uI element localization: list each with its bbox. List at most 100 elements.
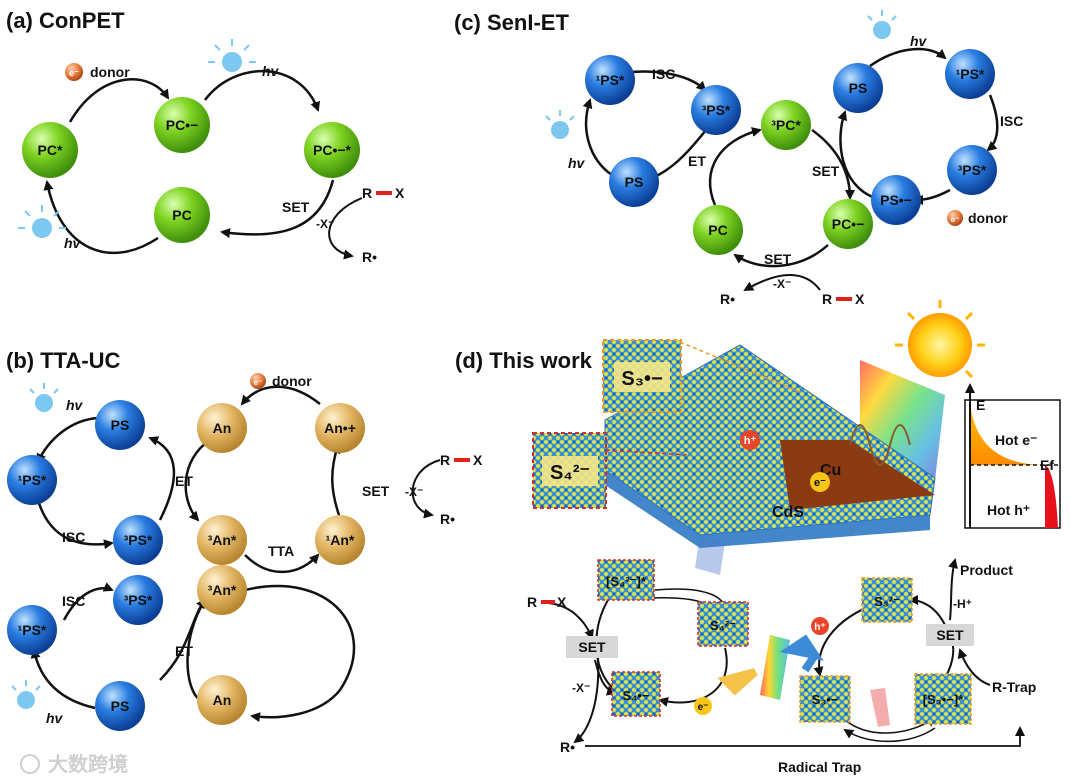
node-ps-b1: PS xyxy=(95,400,145,450)
node-ps-b2: PS xyxy=(95,681,145,731)
isc-label-b-bottom: ISC xyxy=(62,593,85,609)
set-label-a: SET xyxy=(282,199,310,215)
rx-x-d: X xyxy=(557,594,567,610)
panel-a-title: (a) ConPET xyxy=(6,8,125,33)
donor-label-b: donor xyxy=(272,373,312,389)
rx-r-d: R xyxy=(527,594,537,610)
light-ray-icon xyxy=(760,635,790,700)
node-pc-radical-c: PC•− xyxy=(823,199,873,249)
svg-text:大数跨境: 大数跨境 xyxy=(48,752,128,776)
svg-text:PC: PC xyxy=(172,207,191,223)
arrow-rx-b xyxy=(411,459,441,519)
arrow-et-b-bottom2 xyxy=(186,599,207,702)
arrow-donor xyxy=(68,78,170,123)
light-ray-icon xyxy=(695,535,725,575)
svg-text:An: An xyxy=(213,420,232,436)
arrow-hv-b2 xyxy=(30,648,96,710)
hole-transfer-arrow xyxy=(717,668,758,696)
node-ps-triplet-b2: ³PS* xyxy=(113,575,163,625)
watermark-logo-icon xyxy=(20,754,40,774)
watermark: 大数跨境 xyxy=(20,752,128,776)
arrow-set-b xyxy=(330,443,342,519)
node-an-b2: An xyxy=(197,675,247,725)
isc-label-b-top: ISC xyxy=(62,529,85,545)
set-box-right: SET xyxy=(926,624,974,646)
svg-text:¹An*: ¹An* xyxy=(326,532,355,548)
arrow-tta xyxy=(244,553,320,574)
light-bulb-icon xyxy=(867,10,897,39)
svg-text:PC: PC xyxy=(708,222,727,238)
radical-trap-path xyxy=(585,726,1025,747)
arrow-big-loop-b xyxy=(244,584,356,723)
cycle-node-s3-excited: [S₃•−]* xyxy=(914,673,972,725)
light-ray-icon xyxy=(870,688,890,727)
svg-text:¹PS*: ¹PS* xyxy=(18,622,47,638)
rx-x-c: X xyxy=(855,291,865,307)
hole-icon: h⁺ xyxy=(740,430,760,450)
cycle-node-s4-excited: [S₄²⁻]* xyxy=(597,559,655,601)
node-ps-singlet-c-left: ¹PS* xyxy=(585,55,635,105)
rx-r-c: R xyxy=(822,291,832,307)
s4-inset: S₄²⁻ xyxy=(532,432,607,509)
svg-text:PC•−: PC•− xyxy=(166,117,199,133)
hv-label-a-top: hv xyxy=(262,63,280,79)
donor-electron-icon xyxy=(947,210,963,226)
minus-h-label: -H⁺ xyxy=(953,597,972,611)
svg-text:PC*: PC* xyxy=(38,142,63,158)
svg-text:[S₄²⁻]*: [S₄²⁻]* xyxy=(606,574,647,589)
node-ps-radical-c: PS•− xyxy=(871,175,921,225)
svg-text:¹PS*: ¹PS* xyxy=(596,72,625,88)
node-pc-radical-star: PC•−* xyxy=(304,122,360,178)
svg-text:[S₃•−]*: [S₃•−]* xyxy=(923,692,964,707)
svg-text:SET: SET xyxy=(936,627,964,643)
svg-text:An: An xyxy=(213,692,232,708)
inset-leader-s3 xyxy=(679,341,801,393)
light-bulb-icon xyxy=(545,110,575,139)
node-an-triplet-b2: ³An* xyxy=(197,565,247,615)
light-bulb-icon xyxy=(29,383,59,412)
hv-label-a-bottom: hv xyxy=(64,235,82,251)
product-label: Product xyxy=(960,562,1013,578)
node-ps-triplet-c-right: ³PS* xyxy=(947,145,997,195)
hot-hole-region xyxy=(1045,465,1058,528)
svg-text:An•+: An•+ xyxy=(324,420,356,436)
arrow-set-d-left-out xyxy=(573,657,600,744)
svg-text:¹PS*: ¹PS* xyxy=(956,66,985,82)
arrow-an-top xyxy=(240,385,321,406)
arrow-product xyxy=(948,558,958,621)
svg-text:³PS*: ³PS* xyxy=(702,102,731,118)
hot-electron-region xyxy=(970,400,1045,465)
cycle-node-s4-right: S₄²⁻ xyxy=(697,601,749,647)
node-ps-triplet-c-left: ³PS* xyxy=(691,85,741,135)
svg-text:PS: PS xyxy=(625,174,644,190)
node-pc-c: PC xyxy=(693,205,743,255)
radical-trap-label: Radical Trap xyxy=(778,759,861,775)
electron-icon: e⁻ xyxy=(810,472,830,492)
light-bulb-icon xyxy=(18,205,66,238)
energy-diagram xyxy=(964,383,1061,529)
hv-label-b-top: hv xyxy=(66,397,84,413)
rx-x-b: X xyxy=(473,452,483,468)
arrow-s4-return xyxy=(658,647,728,707)
svg-text:e⁻: e⁻ xyxy=(814,477,826,489)
arrow-rx-c xyxy=(743,274,821,291)
svg-text:S₃•−: S₃•− xyxy=(812,692,839,707)
x-minus-label-d: -X⁻ xyxy=(572,681,590,695)
svg-text:S₄²⁻: S₄²⁻ xyxy=(550,462,590,484)
svg-text:e⁻: e⁻ xyxy=(69,68,79,78)
r-radical-a: R• xyxy=(362,249,377,265)
svg-text:PS•−: PS•− xyxy=(880,192,912,208)
panel-b: (b) TTA-UC PS ¹PS* ³PS* An An•+ ³An* ¹An… xyxy=(6,348,483,731)
arrow-isc-b2 xyxy=(62,582,114,621)
node-an-triplet-b1: ³An* xyxy=(197,515,247,565)
node-pc-star: PC* xyxy=(22,122,78,178)
r-trap-label: R-Trap xyxy=(992,679,1036,695)
svg-text:³PS*: ³PS* xyxy=(124,592,153,608)
x-minus-label-a: -X⁻ xyxy=(316,217,334,231)
node-ps-c-left: PS xyxy=(609,157,659,207)
et-label-b-top: ET xyxy=(175,473,193,489)
svg-text:S₄•−: S₄•− xyxy=(622,688,649,703)
rx-r-a: R xyxy=(362,185,372,201)
cycle-node-s3-dianion: S₃²⁻ xyxy=(861,577,913,623)
hot-electron-label: Hot e⁻ xyxy=(995,432,1037,448)
